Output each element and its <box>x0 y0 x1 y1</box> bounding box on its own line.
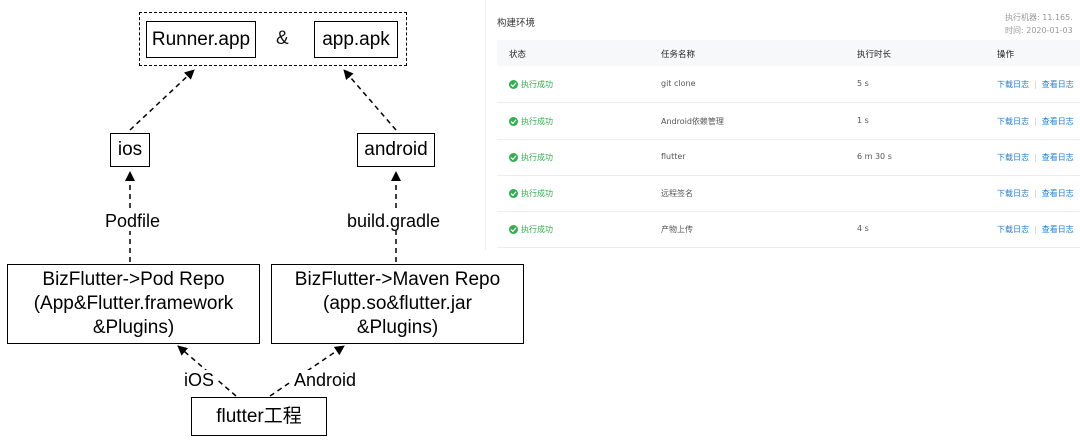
ops-cell: 下载日志 | 查看日志 <box>997 224 1074 235</box>
ops-cell: 下载日志 | 查看日志 <box>997 79 1074 90</box>
task-name: 产物上传 <box>661 225 693 234</box>
table-row: 执行成功 flutter 6 m 30 s 下载日志 | 查看日志 <box>497 139 1080 176</box>
task-duration: 1 s <box>857 116 869 125</box>
arrow-project-to-maven <box>269 345 345 397</box>
ios-label: ios <box>117 139 143 160</box>
header-duration: 执行时长 <box>857 50 892 60</box>
view-log-link[interactable]: 查看日志 <box>1041 189 1074 198</box>
build-gradle-label: build.gradle <box>345 211 443 231</box>
header-task: 任务名称 <box>661 50 696 60</box>
time-info: 时间: 2020-01-03 <box>1005 26 1073 35</box>
view-log-link[interactable]: 查看日志 <box>1041 80 1074 89</box>
task-name: flutter <box>661 152 686 161</box>
table-row: 执行成功 远程签名 下载日志 | 查看日志 <box>497 175 1080 212</box>
pod-repo-label: BizFlutter->Pod Repo (App&Flutter.framew… <box>33 269 234 338</box>
link-separator: | <box>1034 225 1037 234</box>
status-text: 执行成功 <box>521 225 553 234</box>
download-log-link[interactable]: 下载日志 <box>997 117 1029 126</box>
view-log-link[interactable]: 查看日志 <box>1041 153 1074 162</box>
output-artifacts-group <box>139 12 407 66</box>
link-separator: | <box>1034 153 1037 162</box>
app-apk-label: app.apk <box>322 28 390 50</box>
view-log-link[interactable]: 查看日志 <box>1041 117 1074 126</box>
status-cell: 执行成功 <box>509 152 553 163</box>
status-cell: 执行成功 <box>509 224 553 235</box>
table-row: 执行成功 Android依赖管理 1 s 下载日志 | 查看日志 <box>497 103 1080 140</box>
status-cell: 执行成功 <box>509 188 553 199</box>
ios-box: ios <box>110 133 150 167</box>
check-circle-icon <box>509 153 518 162</box>
header-status: 状态 <box>509 50 527 60</box>
maven-repo-label: BizFlutter->Maven Repo (app.so&flutter.j… <box>294 269 501 338</box>
link-separator: | <box>1034 80 1037 89</box>
ops-cell: 下载日志 | 查看日志 <box>997 116 1074 127</box>
table-header: 状态 任务名称 执行时长 操作 <box>497 40 1080 66</box>
status-cell: 执行成功 <box>509 79 553 90</box>
pod-repo-box: BizFlutter->Pod Repo (App&Flutter.framew… <box>7 264 260 344</box>
panel-meta: 执行机器: 11.165. 时间: 2020-01-03 <box>1005 11 1073 37</box>
podfile-label: Podfile <box>103 211 163 231</box>
view-log-link[interactable]: 查看日志 <box>1041 225 1074 234</box>
link-separator: | <box>1034 117 1037 126</box>
arrow-ios-to-runner <box>129 69 195 131</box>
ampersand: & <box>276 28 289 49</box>
check-circle-icon <box>509 225 518 234</box>
status-cell: 执行成功 <box>509 116 553 127</box>
ops-cell: 下载日志 | 查看日志 <box>997 152 1074 163</box>
panel-title: 构建环境 <box>497 18 536 29</box>
status-text: 执行成功 <box>521 189 553 198</box>
download-log-link[interactable]: 下载日志 <box>997 189 1029 198</box>
android-box: android <box>357 133 435 167</box>
table-row: 执行成功 产物上传 4 s 下载日志 | 查看日志 <box>497 211 1080 248</box>
status-text: 执行成功 <box>521 80 553 89</box>
runner-app-box: Runner.app <box>146 21 256 58</box>
download-log-link[interactable]: 下载日志 <box>997 80 1029 89</box>
task-name: 远程签名 <box>661 189 693 198</box>
download-log-link[interactable]: 下载日志 <box>997 153 1029 162</box>
header-ops: 操作 <box>997 50 1015 60</box>
runner-app-label: Runner.app <box>151 28 251 50</box>
check-circle-icon <box>509 117 518 126</box>
download-log-link[interactable]: 下载日志 <box>997 225 1029 234</box>
app-apk-box: app.apk <box>314 21 398 58</box>
table-row: 执行成功 git clone 5 s 下载日志 | 查看日志 <box>497 66 1080 103</box>
check-circle-icon <box>509 189 518 198</box>
arrow-android-to-apk <box>343 69 397 131</box>
flutter-project-label: flutter工程 <box>216 405 302 427</box>
build-flow-diagram: Runner.app & app.apk ios android Podfile… <box>0 0 524 443</box>
status-text: 执行成功 <box>521 117 553 126</box>
task-duration: 5 s <box>857 79 869 88</box>
check-circle-icon <box>509 80 518 89</box>
ios-edge-label: iOS <box>182 370 217 390</box>
link-separator: | <box>1034 189 1037 198</box>
maven-repo-box: BizFlutter->Maven Repo (app.so&flutter.j… <box>271 264 524 344</box>
machine-info: 执行机器: 11.165. <box>1005 13 1073 22</box>
build-environment-panel: 构建环境 执行机器: 11.165. 时间: 2020-01-03 状态 任务名… <box>485 0 1080 250</box>
task-duration: 4 s <box>857 224 869 233</box>
android-label: android <box>364 139 428 160</box>
status-text: 执行成功 <box>521 153 553 162</box>
android-edge-label: Android <box>292 370 359 390</box>
flutter-project-box: flutter工程 <box>191 397 327 436</box>
task-duration: 6 m 30 s <box>857 152 892 161</box>
task-name: git clone <box>661 79 696 88</box>
task-name: Android依赖管理 <box>661 117 724 126</box>
ops-cell: 下载日志 | 查看日志 <box>997 188 1074 199</box>
